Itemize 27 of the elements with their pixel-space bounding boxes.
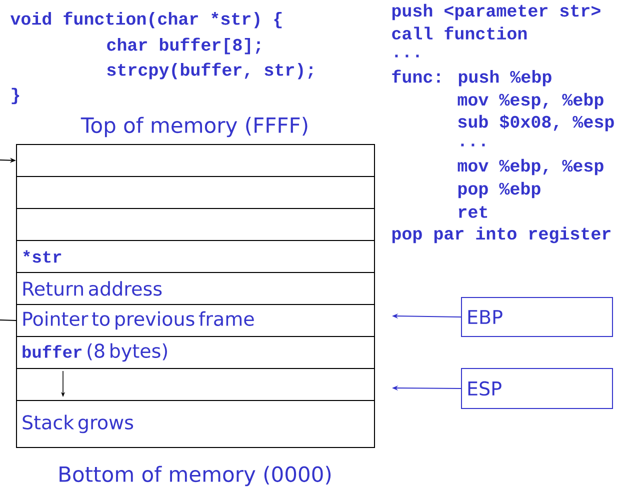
code-line: call function [392, 26, 527, 40]
code-line: ... [395, 54, 419, 58]
stack-cell: Pointer to previous frame [16, 304, 375, 337]
code-line: ret [458, 206, 488, 218]
stack-cell: Return address [16, 272, 375, 305]
code-line: pop par into register [392, 226, 610, 244]
code-line: ... [461, 144, 485, 146]
code-line: push <parameter str> [392, 4, 600, 20]
stack-cell [16, 208, 375, 241]
register-box: EBP [461, 297, 613, 337]
code-line: func: push %ebp [392, 70, 552, 86]
code-line: mov %esp, %ebp [458, 92, 604, 110]
stack-cell: buffer (8 bytes) [16, 336, 375, 369]
stack-cell: Stack grows [16, 400, 375, 448]
stack-cell [16, 144, 375, 177]
code-line: char buffer[8]; [107, 38, 260, 54]
code-line: sub $0x08, %esp [458, 114, 614, 132]
code-line: mov %ebp, %esp [458, 158, 604, 176]
code-line: strcpy(buffer, str); [107, 62, 313, 80]
code-line: void function(char *str) { [10, 12, 282, 28]
stack-cell [16, 368, 375, 401]
stack-cell: *str [16, 240, 375, 273]
code-line: } [12, 88, 20, 104]
stack-cell [16, 176, 375, 209]
register-box: ESP [461, 368, 613, 409]
memory-label: Top of memory (FFFF) [80, 116, 308, 138]
code-line: pop %ebp [458, 182, 540, 198]
